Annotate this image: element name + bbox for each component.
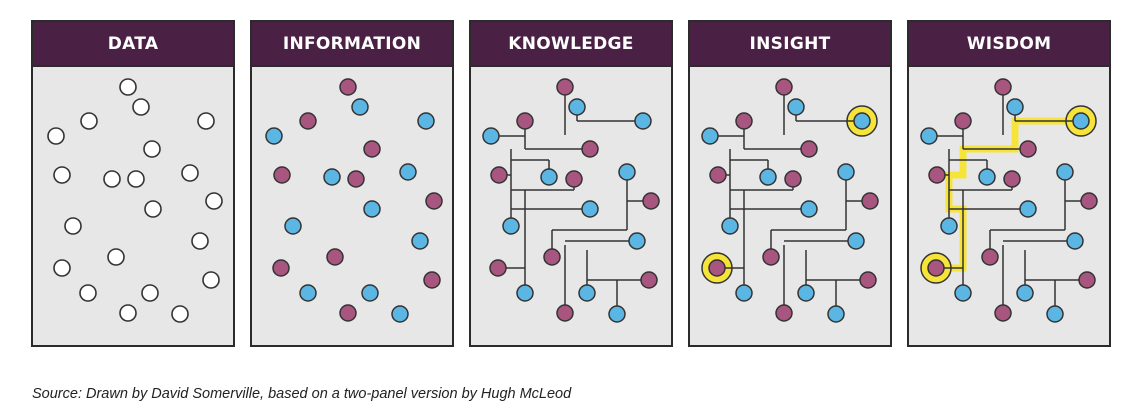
panel-title: INFORMATION — [252, 22, 452, 67]
source-caption: Source: Drawn by David Somerville, based… — [32, 386, 572, 402]
panel-insight: INSIGHT — [688, 20, 892, 347]
panel-title: KNOWLEDGE — [471, 22, 671, 67]
panel-information: INFORMATION — [250, 20, 454, 347]
panel-knowledge: KNOWLEDGE — [469, 20, 673, 347]
panel-title: INSIGHT — [690, 22, 890, 67]
panel-wisdom: WISDOM — [907, 20, 1111, 347]
panel-data: DATA — [31, 20, 235, 347]
panel-title: DATA — [33, 22, 233, 67]
panel-title: WISDOM — [909, 22, 1109, 67]
